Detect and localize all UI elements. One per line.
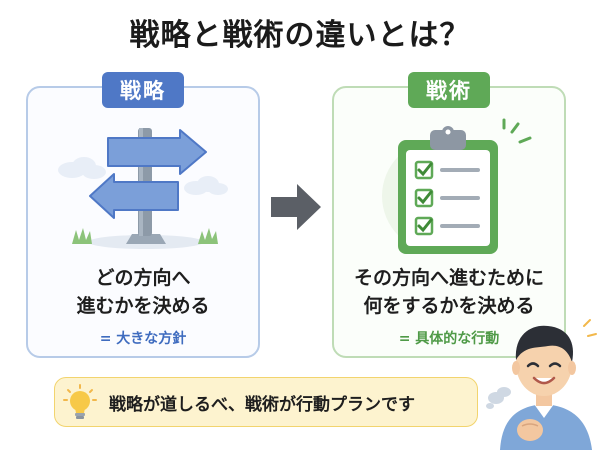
summary-note: 戦略が道しるべ、戦術が行動プランです — [54, 377, 478, 427]
signpost-icon — [58, 128, 228, 249]
strategy-summary: = 大きな方針 — [99, 331, 187, 347]
arrow-right-icon — [271, 184, 321, 230]
clipboard-checklist-icon — [382, 118, 532, 254]
tactics-label: 戦術 — [408, 72, 490, 108]
tactics-description: その方向へ進むために 何をするかを決める — [334, 264, 564, 320]
page-title: 戦略と戦術の違いとは？ — [129, 18, 471, 53]
tactics-summary: = 具体的な行動 — [398, 331, 500, 347]
strategy-panel: 戦略 どの方向へ 進むかを決める = 大きな方針 — [26, 72, 260, 358]
person-illustration — [486, 319, 597, 450]
strategy-description: どの方向へ 進むかを決める — [28, 264, 258, 320]
note-text: 戦略が道しるべ、戦術が行動プランです — [109, 395, 415, 415]
strategy-label: 戦略 — [102, 72, 184, 108]
tactics-desc-line1: その方向へ進むために — [353, 267, 544, 289]
strategy-desc-line1: どの方向へ — [95, 267, 191, 289]
lightbulb-icon — [63, 384, 97, 419]
strategy-desc-line2: 進むかを決める — [76, 295, 210, 317]
tactics-desc-line2: 何をするかを決める — [363, 295, 535, 317]
tactics-panel: 戦術 その方向へ進むために 何をするかを決める — [332, 72, 566, 358]
